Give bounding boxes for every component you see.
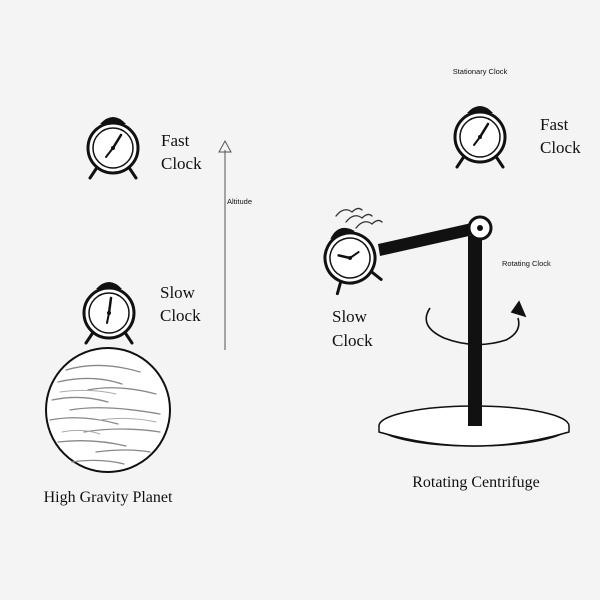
centrifuge-arm [378, 222, 478, 256]
fast-clock-label-line1: Fast [161, 131, 190, 150]
slow-clock-icon [82, 280, 136, 345]
slow-clock-label-line1: Slow [160, 283, 196, 302]
centrifuge-caption: Rotating Centrifuge [412, 474, 540, 491]
rotating-clock-icon [315, 219, 385, 296]
fast-clock-icon [86, 115, 140, 180]
slow-clock-label-line2: Clock [160, 306, 201, 325]
rotating-clock-label: Rotating Clock [502, 259, 551, 268]
stationary-clock-label-line1: Fast [540, 115, 569, 134]
altitude-label: Altitude [227, 197, 252, 206]
motion-lines-icon [335, 207, 383, 229]
stationary-clock-icon [453, 104, 507, 169]
fast-clock-label-line2: Clock [161, 154, 202, 173]
rotating-slow-clock-label-line2: Clock [332, 331, 373, 350]
centrifuge-shaft [468, 236, 482, 426]
left-panel: Fast Clock Altitude [44, 115, 252, 506]
stationary-clock-label-line2: Clock [540, 138, 581, 157]
planet-caption: High Gravity Planet [44, 489, 173, 506]
rotating-slow-clock-label-line1: Slow [332, 307, 368, 326]
planet-icon [45, 347, 171, 473]
stationary-clock-label: Stationary Clock [453, 67, 508, 76]
altitude-arrow [218, 139, 232, 350]
rotation-arrow-icon [425, 300, 527, 346]
pivot-hub [467, 215, 493, 241]
right-panel: Stationary Clock Fast Clock [315, 67, 581, 491]
